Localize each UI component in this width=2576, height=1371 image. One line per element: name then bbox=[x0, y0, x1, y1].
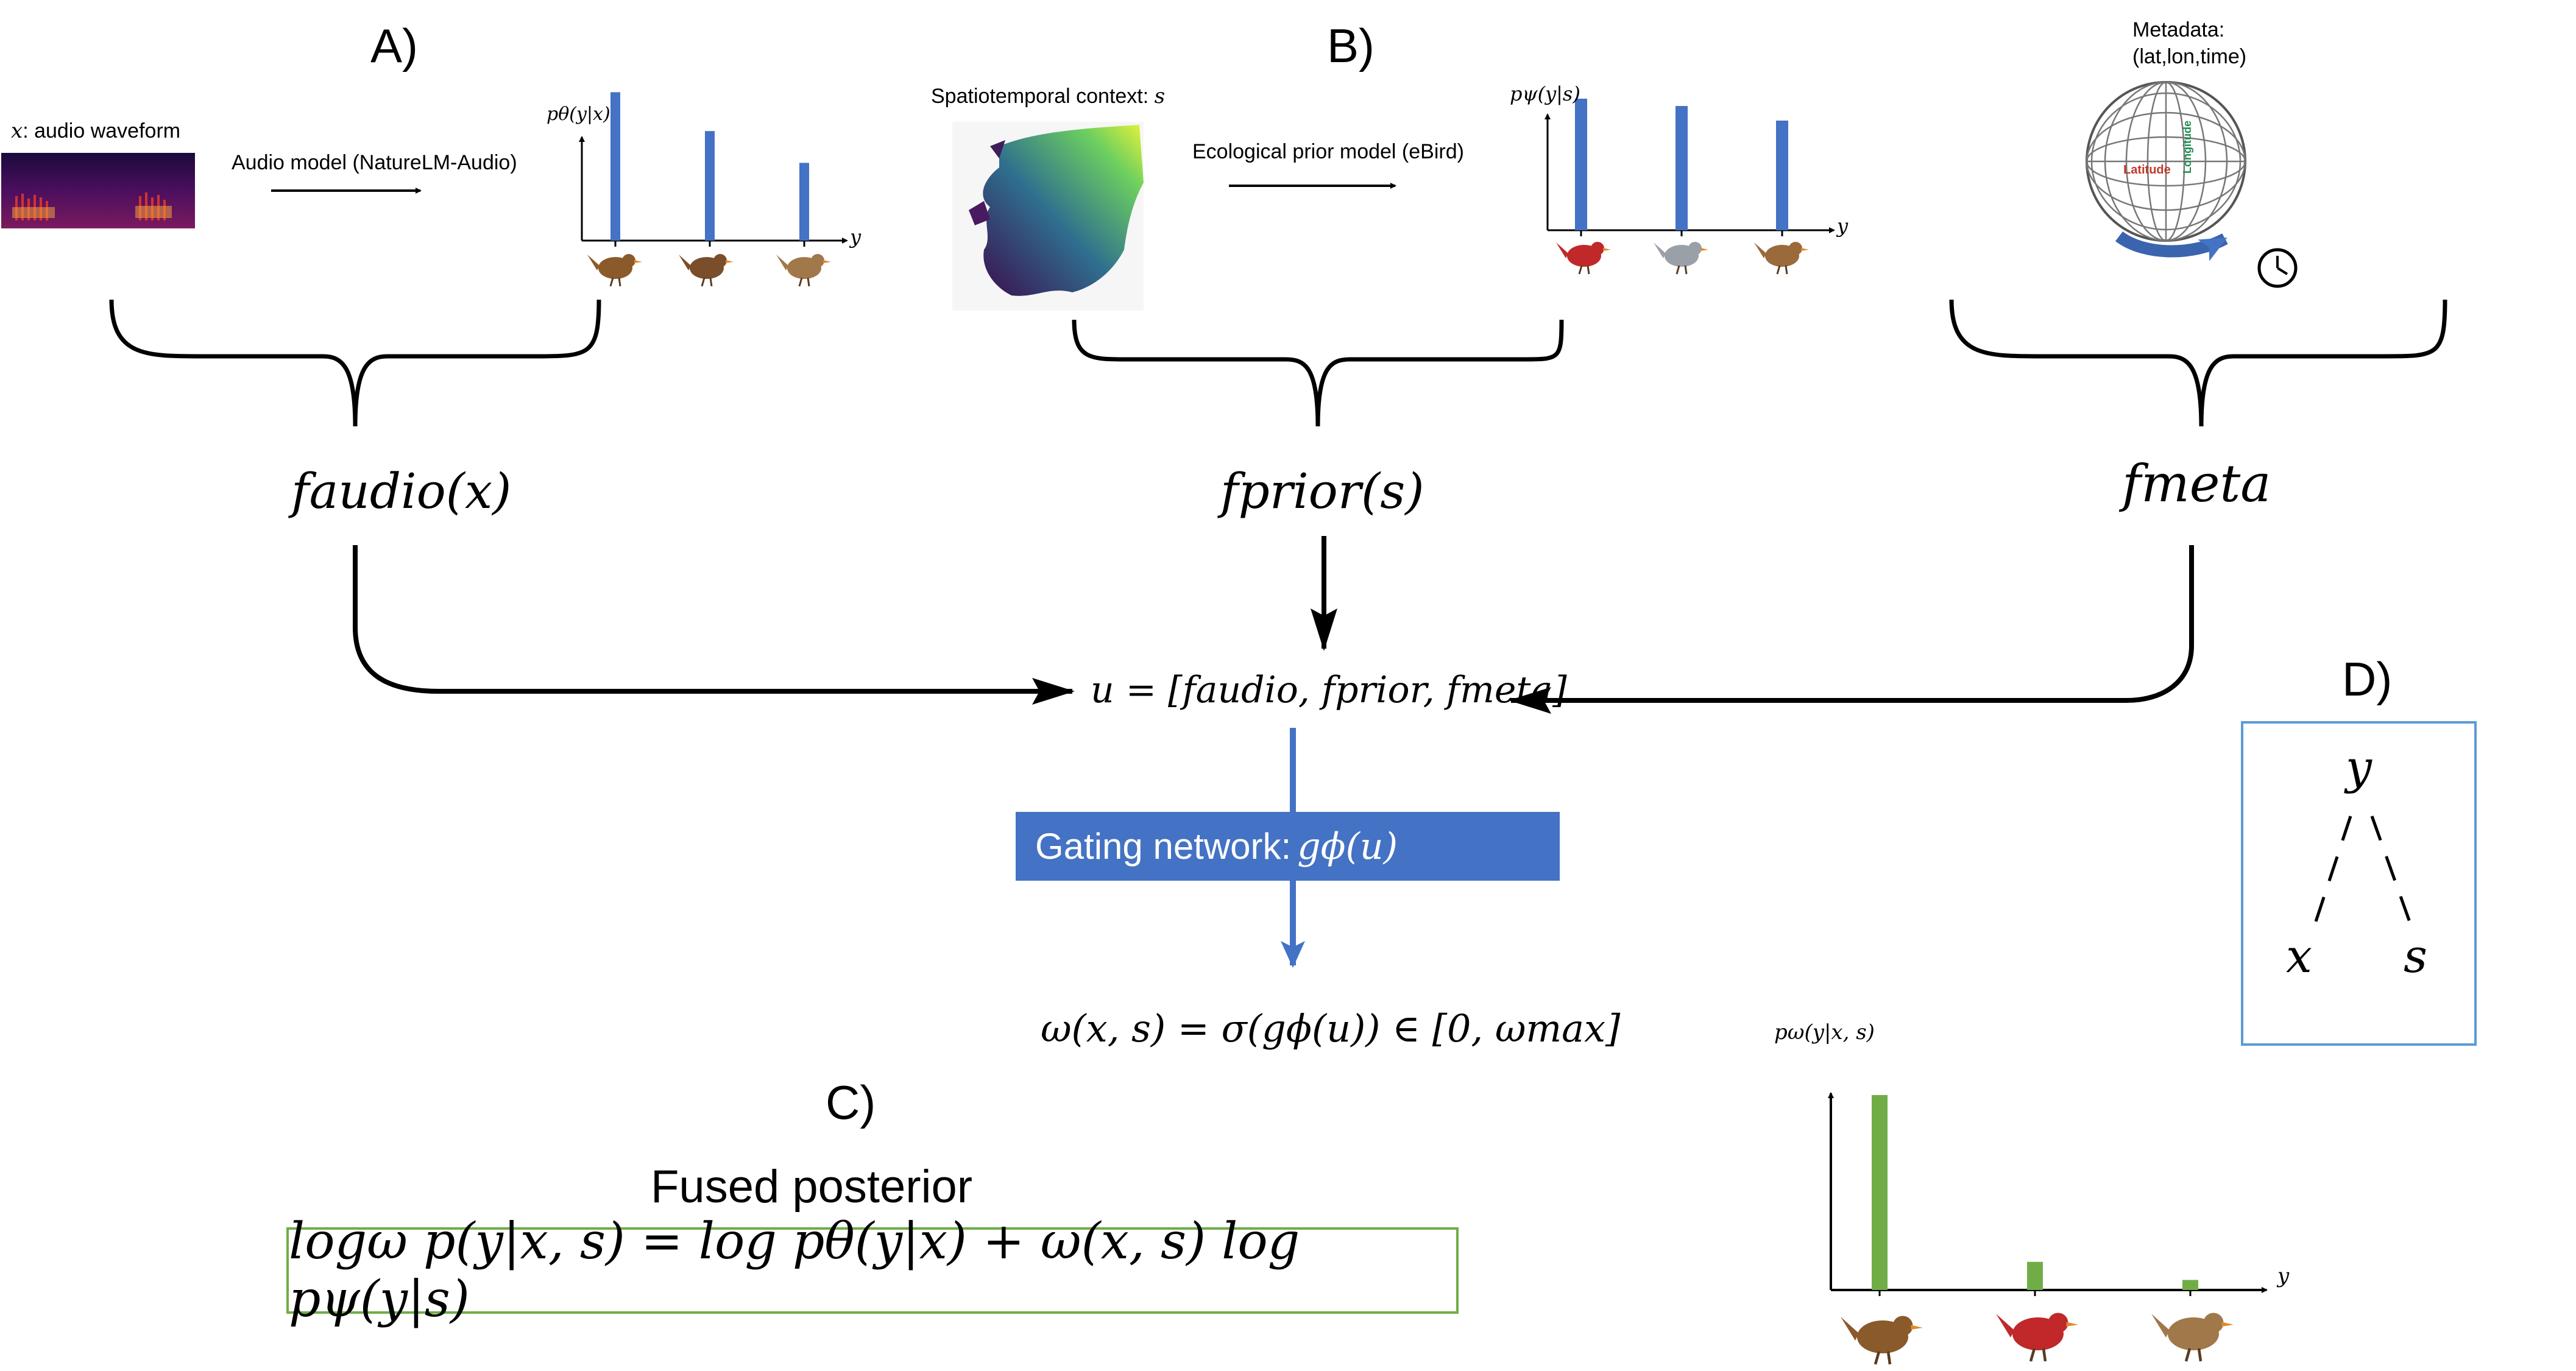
posterior-chart-ylabel: pω(y|x, s) bbox=[1774, 1020, 1875, 1045]
prior-feature-text: fprior(s) bbox=[1220, 463, 1424, 520]
prior-feature-label: fprior(s) bbox=[1220, 463, 1424, 520]
sparrow-icon bbox=[776, 254, 831, 287]
globe-longitude-label: Longitude bbox=[2181, 121, 2193, 174]
gating-network-label: Gating network: bbox=[1035, 826, 1292, 867]
sparrow-icon bbox=[2151, 1313, 2234, 1362]
posterior-bar-3 bbox=[2182, 1280, 2198, 1290]
audio-chart-ylabel: pθ(y|x) bbox=[547, 104, 610, 125]
gating-network-fn: gϕ(u) bbox=[1297, 825, 1398, 868]
prior-bar-3 bbox=[1776, 121, 1788, 230]
meta-brace bbox=[1949, 299, 2447, 427]
edge-y-s bbox=[2370, 816, 2413, 928]
wren-icon bbox=[1841, 1316, 1923, 1365]
globe-latitude-label: Latitude bbox=[2123, 163, 2171, 177]
prior-brace bbox=[1072, 319, 1564, 427]
wren-icon bbox=[1754, 242, 1809, 275]
gating-network-box: Gating network: gϕ(u) bbox=[1016, 812, 1560, 881]
europe-map-image bbox=[952, 122, 1144, 311]
fused-posterior-equation: logω p(y|x, s) = log pθ(y|x) + ω(x, s) l… bbox=[289, 1213, 1300, 1328]
graphical-model-box bbox=[2241, 721, 2477, 1046]
audio-model-label: Audio model (NatureLM-Audio) bbox=[232, 151, 517, 174]
audio-input-text: : audio waveform bbox=[23, 119, 181, 143]
posterior-bar-2 bbox=[2027, 1261, 2043, 1290]
prior-context-label: Spatiotemporal context: s bbox=[931, 84, 1165, 108]
audio-feature-text: faudio(x) bbox=[291, 463, 512, 520]
fused-posterior-box: logω p(y|x, s) = log pθ(y|x) + ω(x, s) l… bbox=[286, 1213, 1459, 1328]
graph-node-x: x bbox=[2286, 929, 2312, 983]
prior-bar-1 bbox=[1575, 99, 1587, 230]
concat-vector: u = [faudio, fprior, fmeta] bbox=[1091, 669, 1567, 711]
prior-chart-ylabel: pψ(y|s) bbox=[1510, 82, 1580, 105]
edge-y-x bbox=[2312, 816, 2352, 928]
posterior-bar-1 bbox=[1872, 1094, 1888, 1290]
audio-input-var: x bbox=[11, 119, 23, 143]
meta-feature-arrow bbox=[1509, 545, 2194, 714]
audio-bar-2 bbox=[705, 131, 715, 241]
prior-chart-xlabel: y bbox=[1837, 214, 1849, 238]
cardinal-icon bbox=[1996, 1313, 2078, 1362]
audio-bar-1 bbox=[610, 92, 620, 241]
posterior-chart bbox=[1828, 1092, 2268, 1296]
prior-bar-2 bbox=[1675, 106, 1688, 230]
panel-label-b: B) bbox=[1327, 19, 1375, 72]
panel-label-d: D) bbox=[2342, 652, 2393, 706]
audio-feature-label: faudio(x) bbox=[291, 463, 511, 520]
cardinal-icon bbox=[1556, 242, 1611, 275]
wren-icon bbox=[587, 254, 642, 287]
globe-icon bbox=[2086, 81, 2246, 261]
panel-label-a: A) bbox=[370, 19, 418, 72]
audio-input-caption: x: audio waveform bbox=[11, 119, 180, 143]
panel-label-c: C) bbox=[826, 1076, 876, 1129]
fused-posterior-title: Fused posterior bbox=[651, 1161, 973, 1213]
meta-feature-label: fmeta bbox=[2122, 454, 2271, 513]
graph-node-s: s bbox=[2404, 929, 2428, 983]
prior-context-var: s bbox=[1154, 84, 1166, 108]
meta-title-line1: Metadata: bbox=[2132, 18, 2225, 41]
audio-bar-3 bbox=[799, 163, 809, 241]
audio-brace bbox=[109, 299, 601, 427]
posterior-chart-xlabel: y bbox=[2277, 1264, 2290, 1288]
chickadee-icon bbox=[1654, 242, 1708, 275]
graph-node-y: y bbox=[2346, 740, 2372, 794]
meta-feature-text: fmeta bbox=[2122, 454, 2271, 513]
prior-model-label: Ecological prior model (eBird) bbox=[1192, 140, 1464, 163]
prior-context-text: Spatiotemporal context: bbox=[931, 85, 1155, 108]
clock-icon bbox=[2257, 248, 2298, 288]
audio-likelihood-chart bbox=[579, 92, 848, 247]
audio-feature-arrow bbox=[353, 545, 1075, 705]
spectrogram-image bbox=[1, 153, 195, 228]
meta-title-line2: (lat,lon,time) bbox=[2132, 45, 2247, 68]
audio-chart-xlabel: y bbox=[850, 225, 862, 248]
wren-icon bbox=[679, 254, 734, 287]
omega-definition: ω(x, s) = σ(gϕ(u)) ∈ [0, ωmax] bbox=[1041, 1006, 1621, 1051]
prior-chart bbox=[1545, 99, 1835, 236]
